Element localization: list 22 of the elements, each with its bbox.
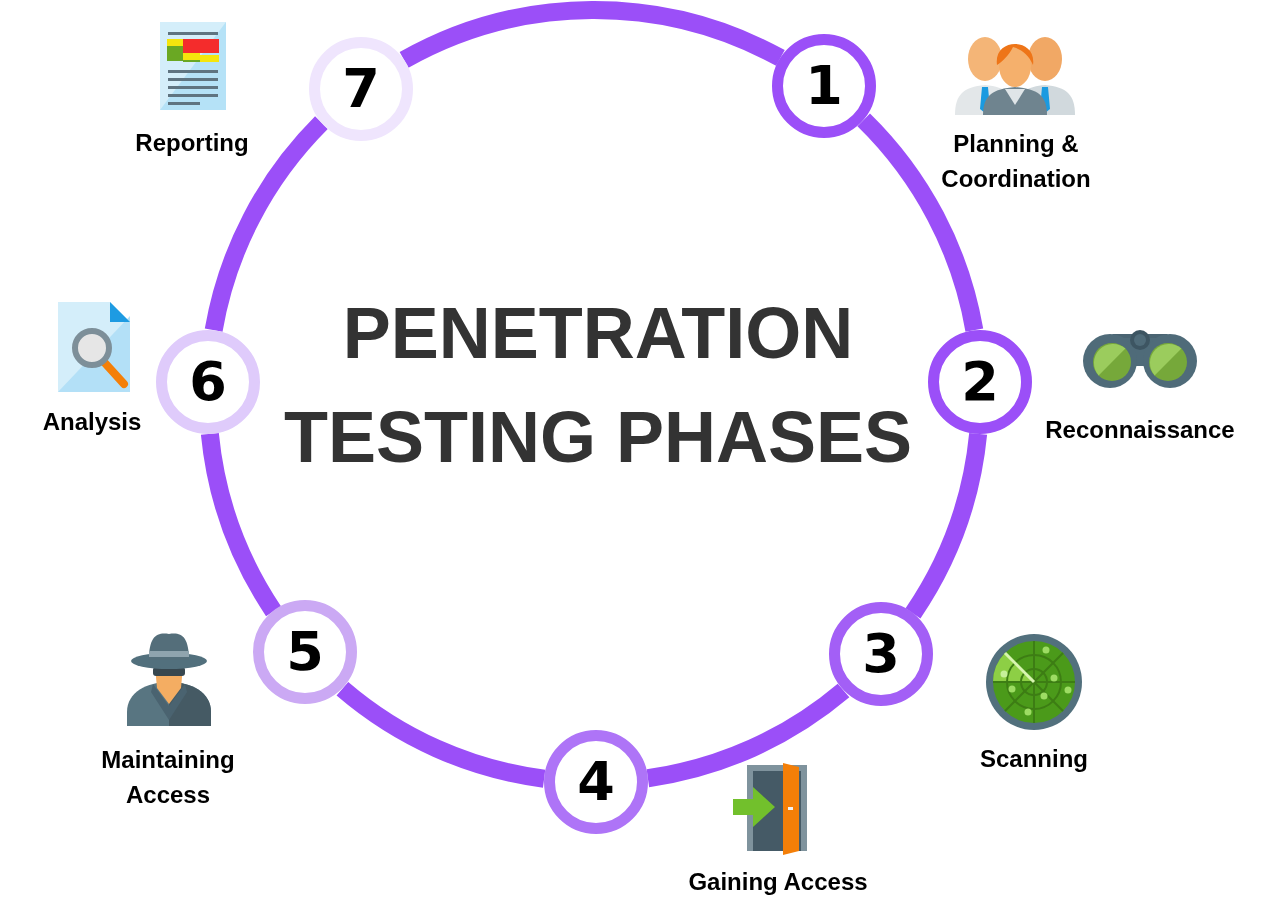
step-number: 6 bbox=[189, 355, 227, 409]
phase-label: Planning & Coordination bbox=[940, 129, 1092, 194]
ring-arc bbox=[204, 116, 329, 333]
phase-label: Gaining Access bbox=[687, 867, 869, 897]
ring-arc bbox=[905, 432, 988, 618]
phase-label: Reconnaissance bbox=[1044, 415, 1236, 445]
ring-arc bbox=[646, 683, 849, 788]
step-number: 3 bbox=[862, 627, 900, 681]
ring-arc bbox=[400, 1, 785, 69]
step-number: 7 bbox=[342, 62, 380, 116]
ring-arc bbox=[857, 113, 984, 333]
ring-arc bbox=[336, 681, 546, 788]
phase-label: Scanning bbox=[979, 744, 1089, 774]
diagram-title: PENETRATION TESTING PHASES bbox=[282, 292, 914, 479]
ring-arc bbox=[200, 432, 282, 616]
phase-label: Reporting bbox=[134, 128, 250, 158]
step-number: 1 bbox=[805, 59, 843, 113]
phase-label: Analysis bbox=[41, 407, 143, 437]
step-number: 4 bbox=[577, 755, 615, 809]
step-number: 2 bbox=[961, 355, 999, 409]
phase-label: Maintaining Access bbox=[100, 745, 236, 810]
step-number: 5 bbox=[286, 625, 324, 679]
